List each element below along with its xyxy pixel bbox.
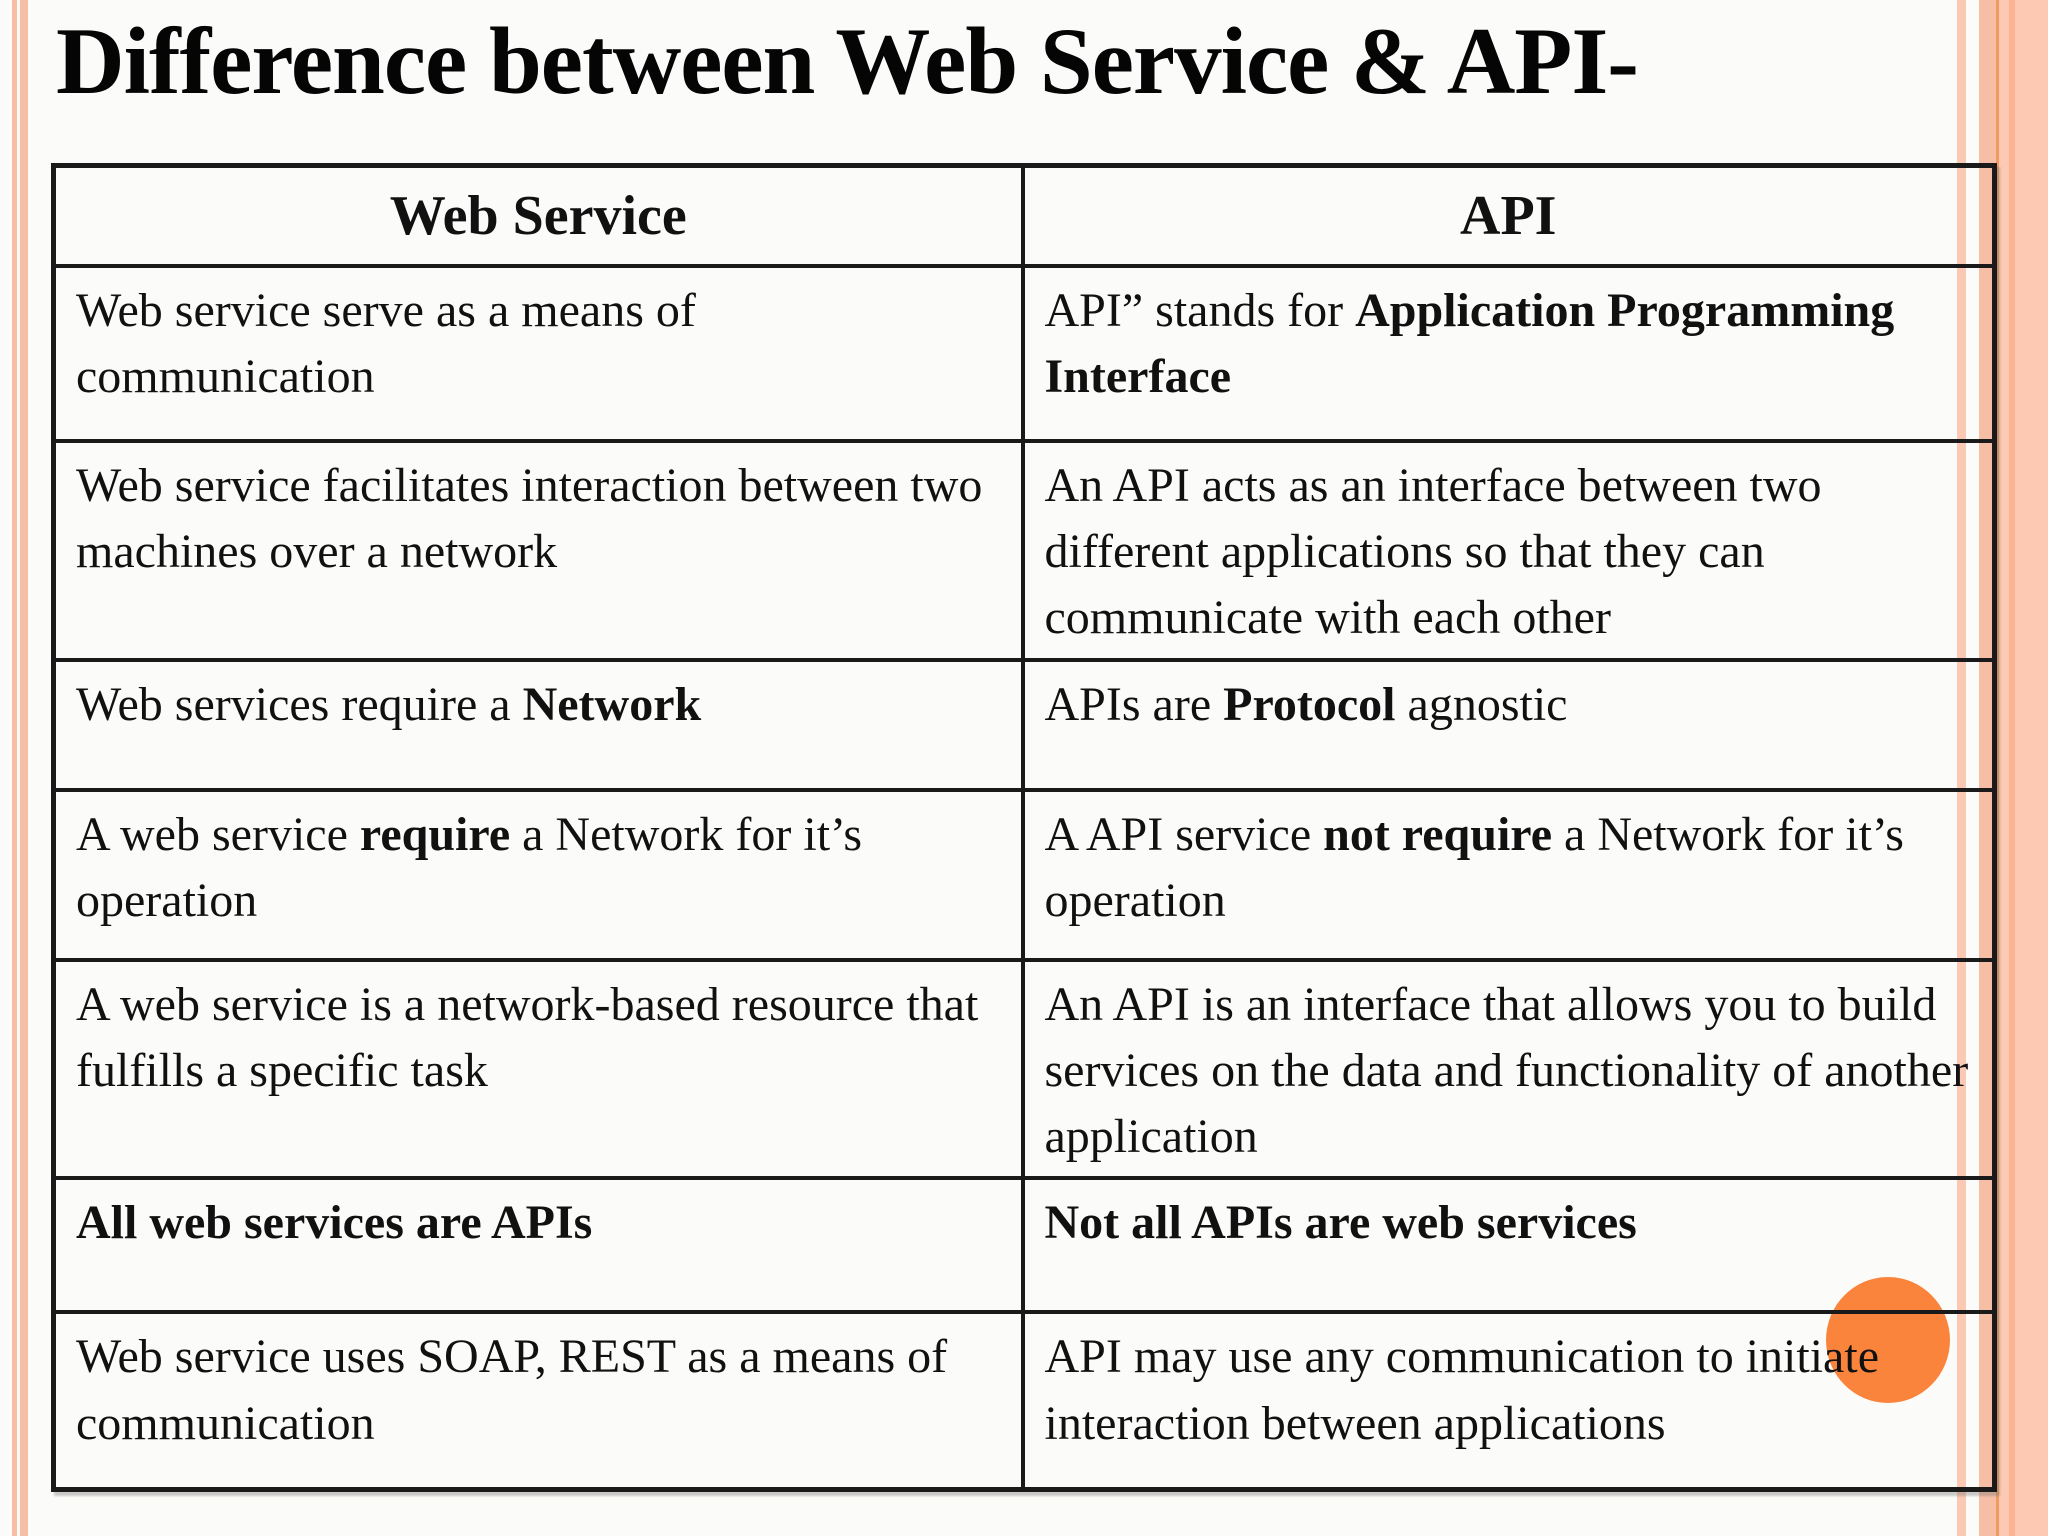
cell-web-service: A web service is a network-based resourc… xyxy=(51,957,1025,1181)
cell-api: API” stands for Application Programming … xyxy=(1020,264,1997,443)
slide-title: Difference between Web Service & API- xyxy=(56,8,1639,114)
table-row: A web service require a Network for it’s… xyxy=(51,787,1997,962)
comparison-table-body: Web service serve as a means of communic… xyxy=(51,264,1997,1492)
cell-web-service: All web services are APIs xyxy=(51,1176,1025,1315)
right-edge-accent-line xyxy=(1996,0,1999,1536)
cell-web-service: Web service serve as a means of communic… xyxy=(51,264,1025,443)
right-edge-band-stripe xyxy=(2009,0,2015,1536)
cell-api: An API is an interface that allows you t… xyxy=(1020,957,1997,1181)
table-row: Web service serve as a means of communic… xyxy=(51,264,1997,443)
cell-web-service: Web services require a Network xyxy=(51,657,1025,792)
table-header-row: Web Service API xyxy=(51,163,1997,268)
cell-api: APIs are Protocol agnostic xyxy=(1020,657,1997,792)
right-edge-band xyxy=(1999,0,2048,1536)
cell-api: API may use any communication to initiat… xyxy=(1020,1310,1997,1492)
column-header-api: API xyxy=(1020,163,1997,268)
left-edge-stripe-thin xyxy=(12,0,17,1536)
comparison-table: Web Service API Web service serve as a m… xyxy=(51,163,1997,1493)
table-row: Web service facilitates interaction betw… xyxy=(51,439,1997,662)
cell-api: Not all APIs are web services xyxy=(1020,1176,1997,1315)
table-row: A web service is a network-based resourc… xyxy=(51,957,1997,1181)
table-row: Web service uses SOAP, REST as a means o… xyxy=(51,1310,1997,1492)
cell-web-service: Web service facilitates interaction betw… xyxy=(51,439,1025,662)
cell-web-service: A web service require a Network for it’s… xyxy=(51,787,1025,962)
column-header-web-service: Web Service xyxy=(51,163,1025,268)
left-edge-stripe-thick xyxy=(20,0,28,1536)
cell-web-service: Web service uses SOAP, REST as a means o… xyxy=(51,1310,1025,1492)
cell-api: An API acts as an interface between two … xyxy=(1020,439,1997,662)
cell-api: A API service not require a Network for … xyxy=(1020,787,1997,962)
